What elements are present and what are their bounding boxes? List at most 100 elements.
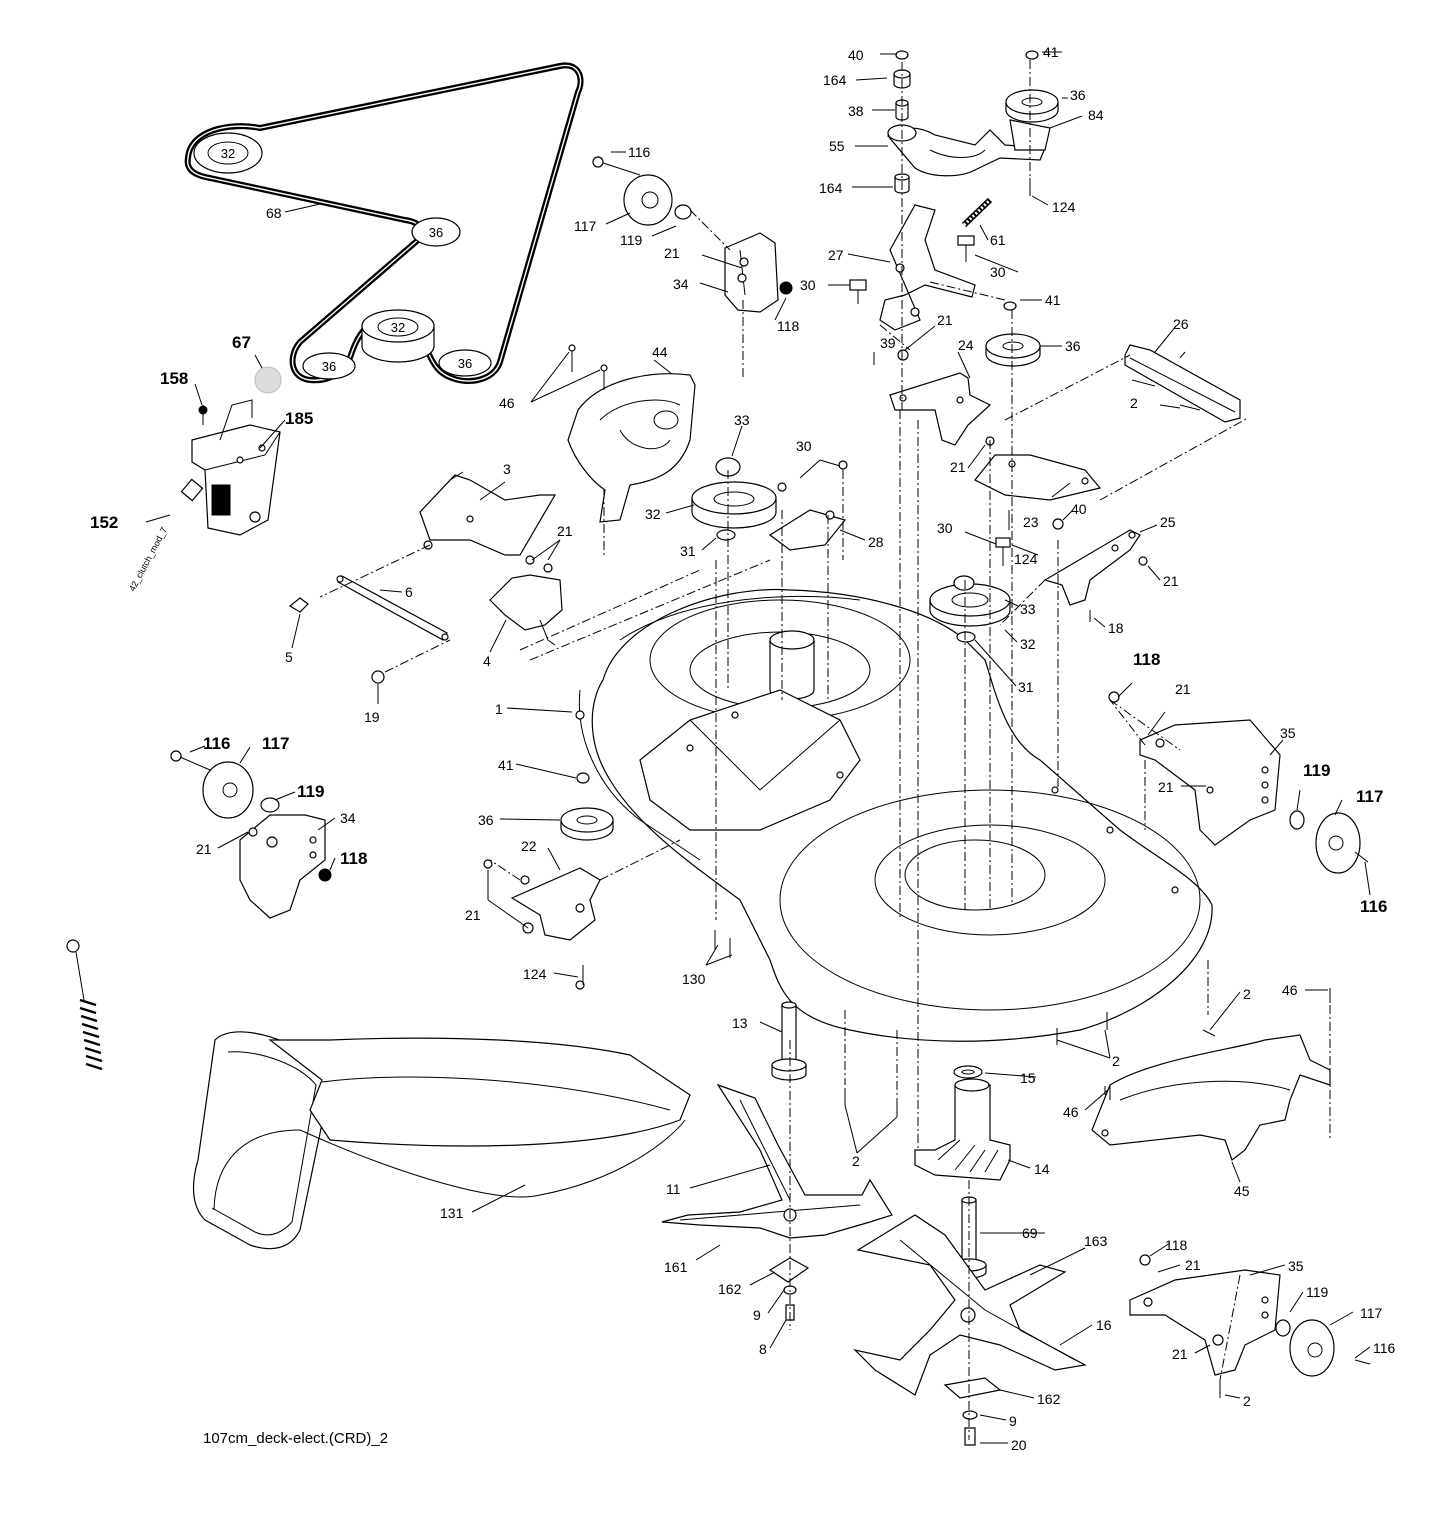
callout-164: 164: [819, 180, 843, 196]
callout-69: 69: [1022, 1225, 1038, 1241]
callout-23: 23: [1023, 514, 1039, 530]
cable-part-text: 42_clutch_mod_7: [127, 525, 169, 592]
callout-21: 21: [557, 523, 573, 539]
callout-116: 116: [203, 734, 230, 753]
callout-26: 26: [1173, 316, 1189, 332]
idler-pulley-117-lower: [1275, 1319, 1335, 1377]
callout-117: 117: [262, 734, 289, 753]
deck-shell-1: [575, 588, 1213, 1042]
callout-124: 124: [1052, 199, 1076, 215]
callout-21: 21: [664, 245, 680, 261]
idler-pulley-117-top: [592, 156, 692, 226]
leader-lines: [145, 51, 1371, 1444]
callout-117: 117: [574, 218, 597, 234]
callout-31: 31: [680, 543, 696, 559]
idler-pulley-117-right: [1289, 810, 1361, 874]
spring-61: [961, 197, 993, 228]
callout-119: 119: [297, 782, 324, 801]
callout-15: 15: [1020, 1070, 1036, 1086]
callout-116: 116: [628, 144, 651, 160]
callout-46: 46: [1282, 982, 1298, 998]
callout-118: 118: [1165, 1237, 1188, 1253]
callout-161: 161: [664, 1259, 688, 1275]
callout-21: 21: [1185, 1257, 1201, 1273]
bracket-24: [889, 372, 992, 446]
bracket-34-left: [239, 814, 332, 919]
callout-36: 36: [1070, 87, 1086, 103]
discharge-chute-131: [192, 1031, 691, 1250]
callout-21: 21: [950, 459, 966, 475]
callout-11: 11: [666, 1181, 681, 1197]
callout-152: 152: [90, 513, 118, 532]
assembly-centerlines: [319, 60, 1331, 1440]
pulley-36-left: [560, 772, 614, 841]
bracket-26: [1124, 344, 1241, 423]
callout-41: 41: [1043, 44, 1059, 60]
callout-27: 27: [828, 247, 844, 263]
blade-washer-162-right: [943, 1377, 1002, 1446]
callout-36: 36: [1065, 338, 1081, 354]
callout-45: 45: [1234, 1183, 1250, 1199]
callout-35: 35: [1280, 725, 1296, 741]
callout-116: 116: [1373, 1340, 1396, 1356]
callout-19: 19: [364, 709, 380, 725]
callout-labels: 1 2 2 2 2 2 3 4 5 6 8 9 9 11 13 14 15 16…: [90, 44, 1396, 1453]
callout-164: 164: [823, 72, 847, 88]
callout-38: 38: [848, 103, 864, 119]
bracket-28: [768, 460, 848, 551]
callout-31: 31: [1018, 679, 1034, 695]
callout-61: 61: [990, 232, 1006, 248]
belt-pulley-36-upper: 36: [411, 217, 461, 247]
bracket-25: [1043, 518, 1148, 606]
callout-2: 2: [1112, 1053, 1120, 1069]
callout-116: 116: [1360, 897, 1387, 916]
callout-67: 67: [232, 333, 251, 352]
pulley-label: 36: [458, 356, 472, 371]
callout-34: 34: [673, 276, 689, 292]
callout-46: 46: [499, 395, 515, 411]
idler-pulley-117-left: [170, 750, 280, 819]
pulley-label: 36: [322, 359, 336, 374]
pulley-36-top: [1005, 50, 1059, 123]
pulley-36-mid: [985, 301, 1041, 367]
callout-22: 22: [521, 838, 537, 854]
callout-2: 2: [852, 1153, 860, 1169]
callout-36: 36: [478, 812, 494, 828]
callout-39: 39: [880, 335, 896, 351]
callout-30: 30: [990, 264, 1006, 280]
bracket-4: [489, 555, 563, 646]
bracket-35-mid: [1108, 691, 1281, 846]
callout-21: 21: [196, 841, 212, 857]
callout-2: 2: [1130, 395, 1138, 411]
pulley-label: 32: [221, 146, 235, 161]
callout-55: 55: [829, 138, 845, 154]
blade-11-161: [661, 1083, 893, 1239]
belt-pulley-36-left: 36: [302, 352, 356, 380]
callout-2: 2: [1243, 1393, 1251, 1409]
callout-130: 130: [682, 971, 706, 987]
ball-67: [254, 366, 282, 394]
callout-24: 24: [958, 337, 974, 353]
callout-162: 162: [1037, 1391, 1061, 1407]
callout-33: 33: [1020, 601, 1036, 617]
callout-162: 162: [718, 1281, 742, 1297]
callout-8: 8: [759, 1341, 767, 1357]
callout-35: 35: [1288, 1258, 1304, 1274]
callout-30: 30: [937, 520, 953, 536]
callout-124: 124: [1014, 551, 1038, 567]
callout-20: 20: [1011, 1437, 1027, 1453]
pulley-32-center: [691, 457, 777, 541]
callout-158: 158: [160, 369, 188, 388]
drive-belt: 32 36 32 36 36: [184, 62, 584, 384]
callout-118: 118: [340, 849, 367, 868]
bracket-3: [419, 471, 557, 556]
callout-34: 34: [340, 810, 356, 826]
callout-18: 18: [1108, 620, 1124, 636]
callout-41: 41: [498, 757, 514, 773]
callout-9: 9: [753, 1307, 761, 1323]
baffle-45: [1091, 1034, 1331, 1161]
callout-16: 16: [1096, 1317, 1112, 1333]
clutch-cable-152: 42_clutch_mod_7: [66, 478, 204, 1071]
callout-21: 21: [937, 312, 953, 328]
pulley-label: 36: [429, 225, 443, 240]
